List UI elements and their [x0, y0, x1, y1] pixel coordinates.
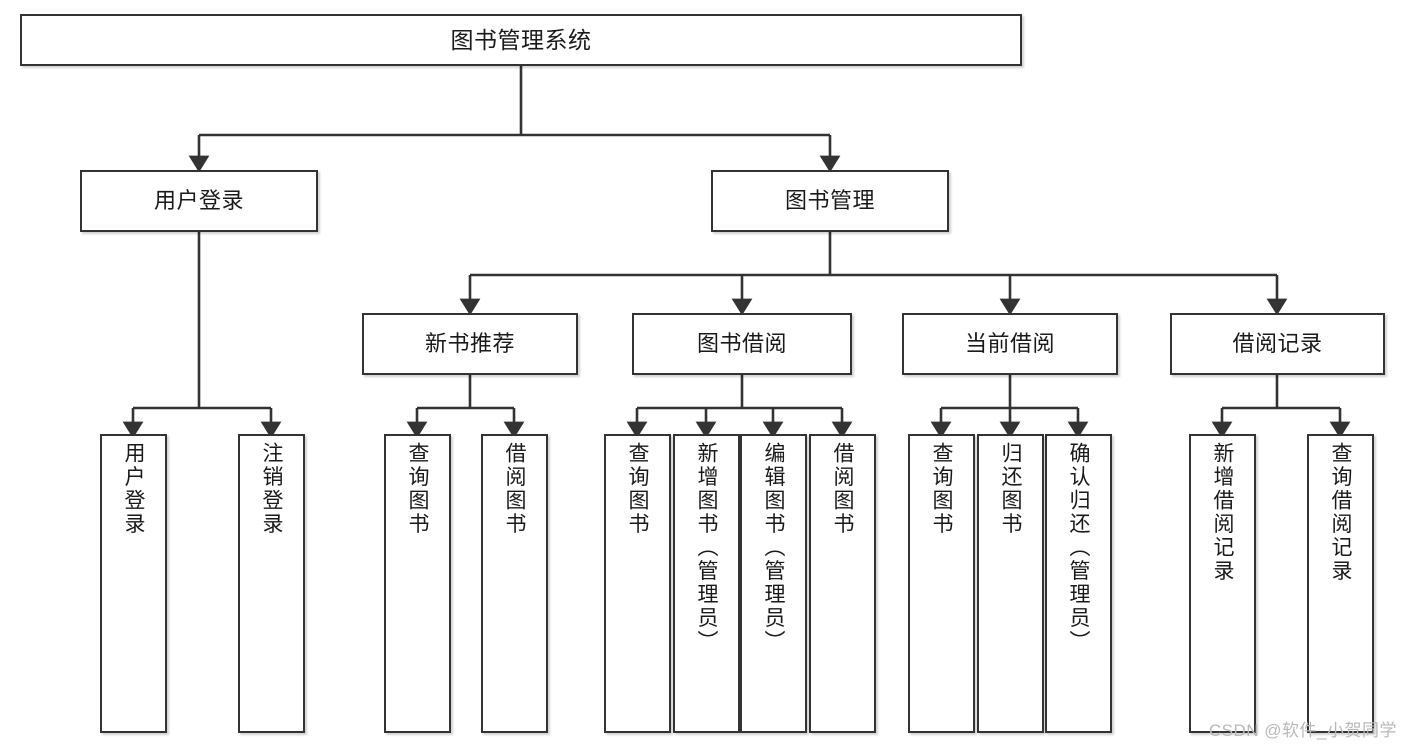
node-leaf-query-book-1[interactable]: 查询图书 — [384, 434, 451, 733]
node-book-borrow-label: 图书借阅 — [696, 330, 787, 356]
node-book-management[interactable]: 图书管理 — [711, 170, 949, 232]
node-leaf-user-login-label: 用户登录 — [122, 442, 145, 536]
node-leaf-confirm-return[interactable]: 确认归还（管理员） — [1045, 434, 1112, 733]
node-book-management-label: 图书管理 — [784, 187, 875, 213]
node-leaf-add-borrow-record[interactable]: 新增借阅记录 — [1189, 434, 1256, 733]
node-leaf-query-book-2[interactable]: 查询图书 — [604, 434, 671, 733]
node-leaf-borrow-book-1[interactable]: 借阅图书 — [481, 434, 548, 733]
node-leaf-query-book-1-label: 查询图书 — [406, 442, 429, 536]
node-root[interactable]: 图书管理系统 — [20, 14, 1022, 66]
node-leaf-confirm-return-label: 确认归还（管理员） — [1067, 442, 1090, 654]
node-leaf-user-login[interactable]: 用户登录 — [100, 434, 167, 733]
node-leaf-query-book-3[interactable]: 查询图书 — [908, 434, 975, 733]
node-leaf-add-book[interactable]: 新增图书（管理员） — [673, 434, 740, 733]
node-user-login-label: 用户登录 — [153, 187, 244, 213]
node-leaf-query-book-2-label: 查询图书 — [626, 442, 649, 536]
node-leaf-logout-login-label: 注销登录 — [260, 442, 283, 536]
node-book-borrow[interactable]: 图书借阅 — [632, 313, 852, 375]
node-new-book-recommend[interactable]: 新书推荐 — [362, 313, 578, 375]
node-root-label: 图书管理系统 — [450, 26, 592, 53]
node-borrow-record-label: 借阅记录 — [1232, 330, 1323, 356]
node-leaf-borrow-book-1-label: 借阅图书 — [503, 442, 526, 536]
node-leaf-return-book-label: 归还图书 — [999, 442, 1022, 536]
node-leaf-add-book-label: 新增图书（管理员） — [695, 442, 718, 654]
node-user-login[interactable]: 用户登录 — [80, 170, 318, 232]
node-leaf-edit-book-label: 编辑图书（管理员） — [762, 442, 785, 654]
node-leaf-query-book-3-label: 查询图书 — [930, 442, 953, 536]
node-leaf-logout-login[interactable]: 注销登录 — [238, 434, 305, 733]
node-current-borrow[interactable]: 当前借阅 — [902, 313, 1118, 375]
node-leaf-borrow-book-2-label: 借阅图书 — [831, 442, 854, 536]
node-leaf-return-book[interactable]: 归还图书 — [977, 434, 1044, 733]
node-leaf-query-borrow-record-label: 查询借阅记录 — [1329, 442, 1352, 583]
node-leaf-borrow-book-2[interactable]: 借阅图书 — [809, 434, 876, 733]
node-leaf-add-borrow-record-label: 新增借阅记录 — [1211, 442, 1234, 583]
node-leaf-query-borrow-record[interactable]: 查询借阅记录 — [1307, 434, 1374, 733]
node-current-borrow-label: 当前借阅 — [964, 330, 1055, 356]
node-leaf-edit-book[interactable]: 编辑图书（管理员） — [740, 434, 807, 733]
node-borrow-record[interactable]: 借阅记录 — [1170, 313, 1385, 375]
watermark-text: CSDN @软件_小贺同学 — [1208, 721, 1397, 740]
node-new-book-recommend-label: 新书推荐 — [424, 330, 515, 356]
